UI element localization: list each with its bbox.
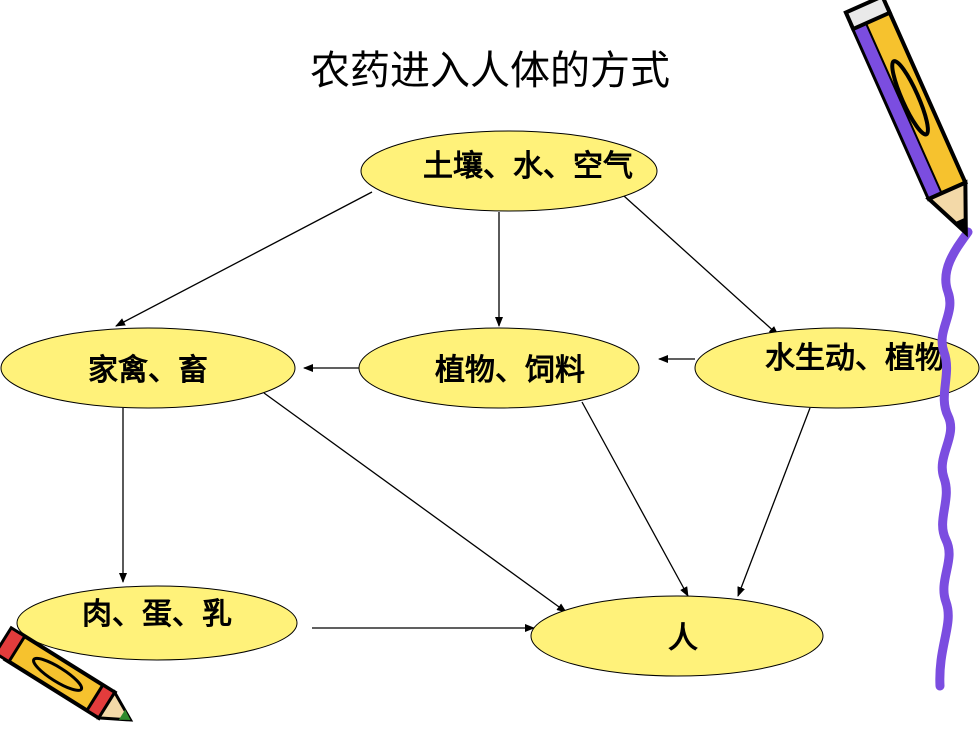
node-environment-label: 土壤、水、空气 bbox=[423, 149, 633, 184]
node-livestock-label: 家禽、畜 bbox=[88, 353, 208, 388]
node-products: 肉、蛋、乳 bbox=[16, 585, 298, 661]
edge-aquatic-human bbox=[737, 407, 811, 597]
node-livestock: 家禽、畜 bbox=[0, 327, 296, 409]
node-plants-feed-label: 植物、饲料 bbox=[435, 353, 585, 388]
edge-environment-livestock bbox=[115, 191, 373, 327]
edge-environment-aquatic bbox=[623, 195, 779, 336]
pencil-icon bbox=[843, 0, 969, 238]
edge-plants-human bbox=[581, 401, 689, 597]
edge-livestock-human bbox=[263, 392, 567, 613]
node-aquatic-label: 水生动、植物 bbox=[765, 341, 945, 376]
node-products-label: 肉、蛋、乳 bbox=[82, 597, 232, 632]
node-plants-feed: 植物、饲料 bbox=[358, 327, 640, 409]
crayon-icon bbox=[0, 625, 134, 722]
squiggle-decoration bbox=[935, 227, 973, 691]
node-human: 人 bbox=[530, 595, 824, 677]
node-environment: 土壤、水、空气 bbox=[360, 130, 658, 212]
edges bbox=[115, 191, 811, 632]
node-aquatic: 水生动、植物 bbox=[694, 327, 980, 409]
page-title: 农药进入人体的方式 bbox=[310, 48, 670, 94]
node-human-label: 人 bbox=[668, 621, 698, 656]
